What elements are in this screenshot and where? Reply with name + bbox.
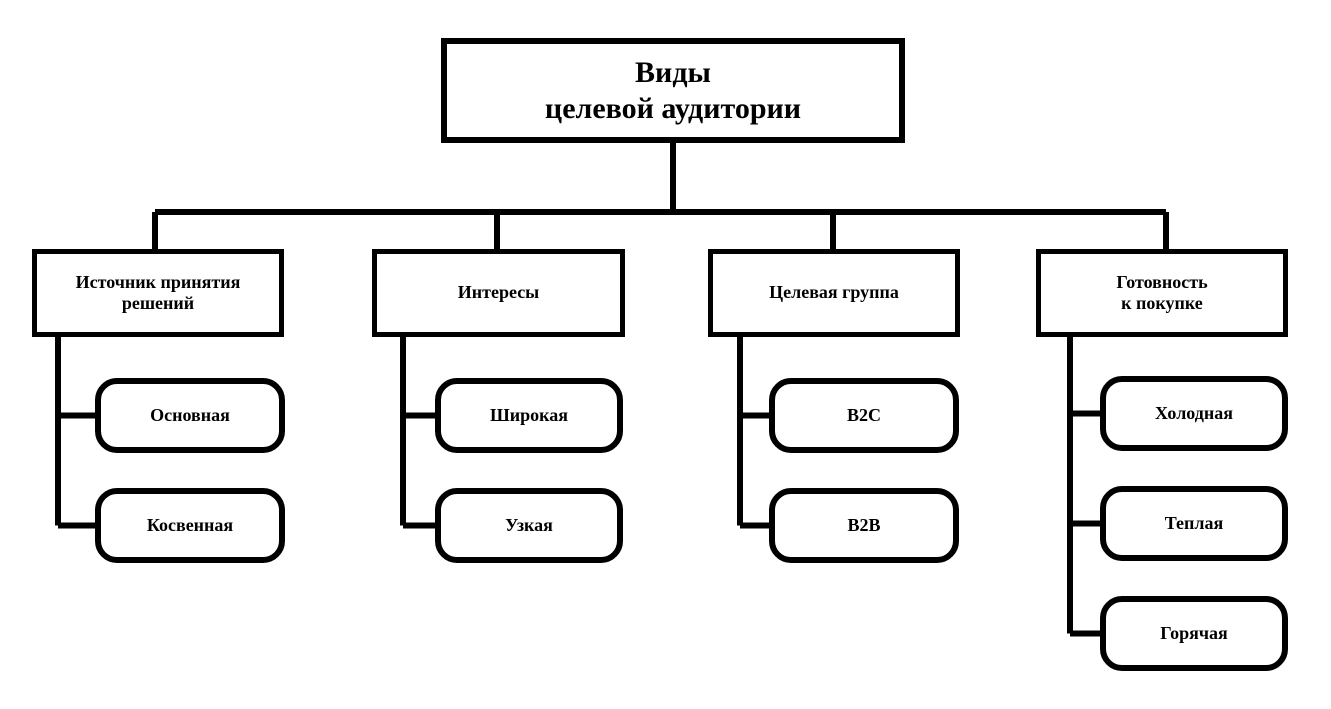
branch-node-3-label: Целевая группа — [769, 282, 899, 303]
branch-node-1[interactable]: Источник принятия решений — [32, 249, 284, 337]
leaf-node-4-3-label: Горячая — [1160, 622, 1228, 643]
branch-node-2[interactable]: Интересы — [372, 249, 625, 337]
leaf-node-3-1[interactable]: B2C — [769, 378, 959, 453]
leaf-node-3-1-label: B2C — [846, 404, 881, 425]
root-node-label: Виды целевой аудитории — [544, 56, 802, 125]
leaf-node-3-2-label: B2B — [847, 514, 881, 535]
leaf-node-1-1[interactable]: Основная — [95, 378, 285, 453]
leaf-node-4-2-label: Теплая — [1164, 512, 1224, 533]
branch-node-3[interactable]: Целевая группа — [708, 249, 960, 337]
leaf-node-2-2[interactable]: Узкая — [435, 488, 623, 563]
leaf-node-1-2-label: Косвенная — [146, 514, 234, 535]
branch-node-4[interactable]: Готовность к покупке — [1036, 249, 1288, 337]
leaf-node-4-1[interactable]: Холодная — [1100, 376, 1288, 451]
leaf-node-1-1-label: Основная — [150, 404, 230, 425]
leaf-node-2-1[interactable]: Широкая — [435, 378, 623, 453]
branch-node-2-label: Интересы — [457, 282, 540, 303]
leaf-node-4-2[interactable]: Теплая — [1100, 486, 1288, 561]
leaf-node-1-2[interactable]: Косвенная — [95, 488, 285, 563]
leaf-node-4-1-label: Холодная — [1154, 402, 1233, 423]
leaf-node-3-2[interactable]: B2B — [769, 488, 959, 563]
leaf-node-4-3[interactable]: Горячая — [1100, 596, 1288, 671]
leaf-node-2-2-label: Узкая — [505, 514, 553, 535]
root-node[interactable]: Виды целевой аудитории — [441, 38, 905, 143]
branch-node-4-label: Готовность к покупке — [1116, 271, 1208, 313]
leaf-node-2-1-label: Широкая — [490, 404, 568, 425]
branch-node-1-label: Источник принятия решений — [75, 271, 241, 313]
